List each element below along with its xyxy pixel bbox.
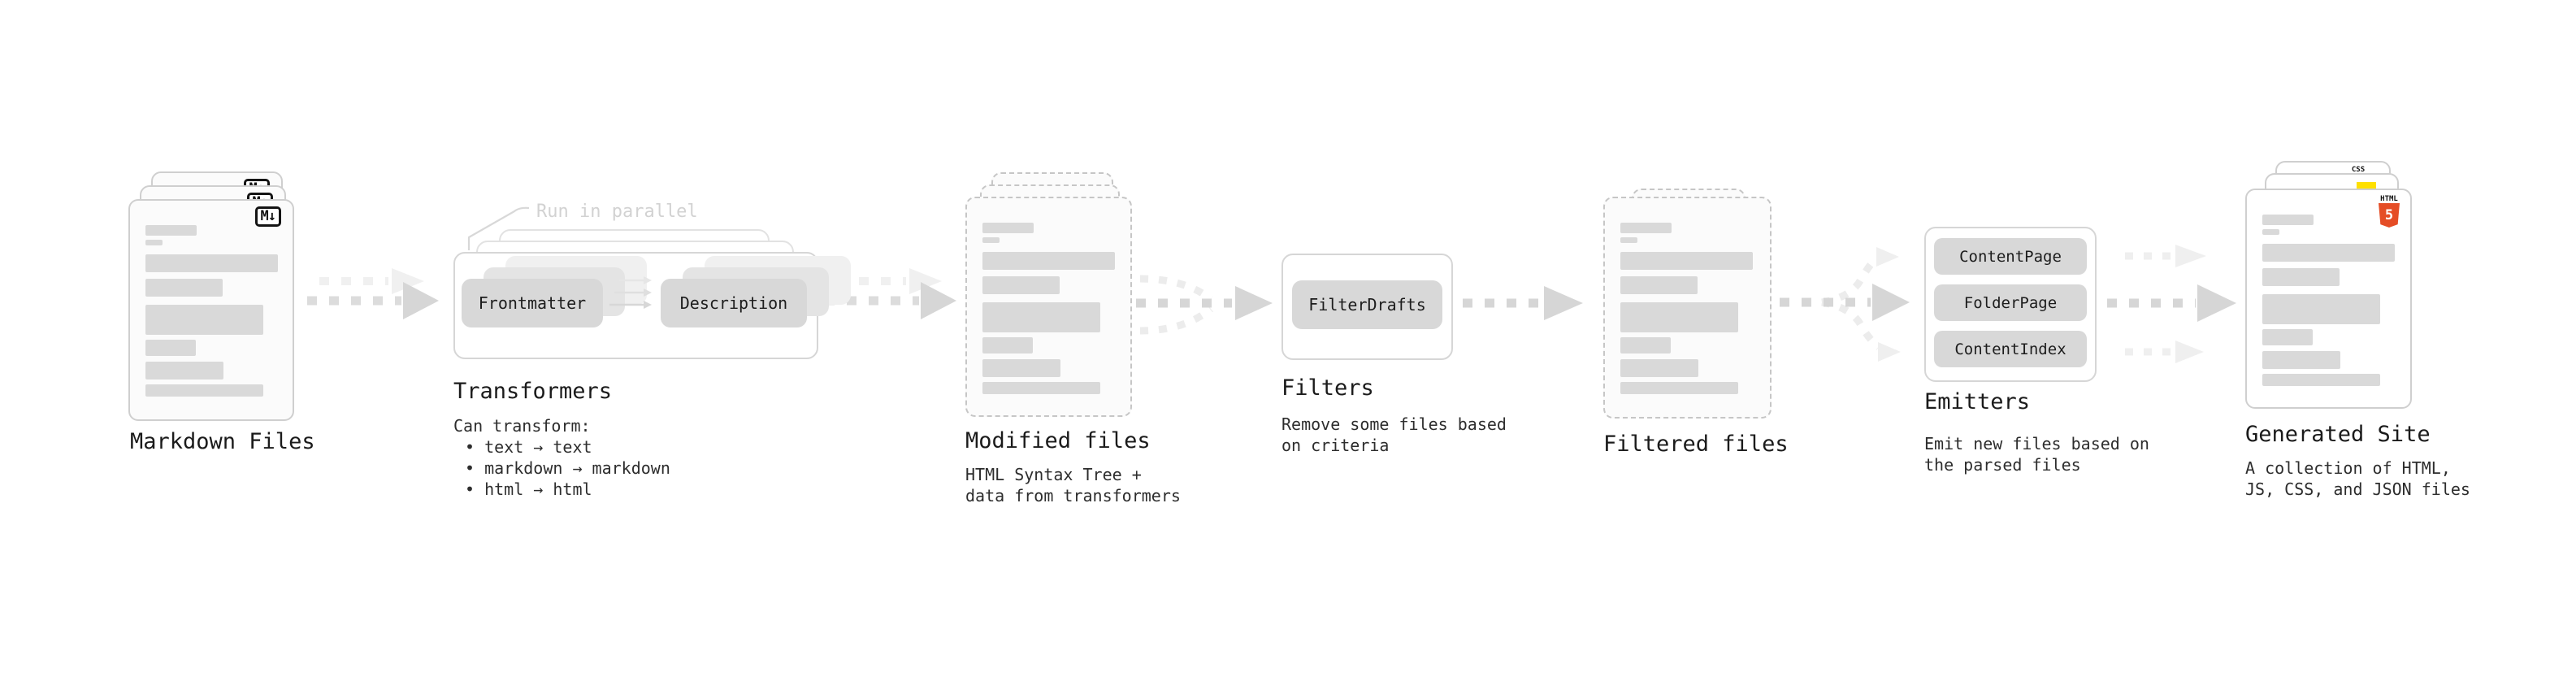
markdown-icon: M↓	[254, 206, 281, 227]
arrow-modified-to-filters-merge	[1136, 275, 1273, 335]
emitters-label: Emitters	[1924, 389, 2031, 414]
filterdrafts-pill: FilterDrafts	[1292, 280, 1442, 329]
contentpage-pill: ContentPage	[1934, 238, 2087, 275]
contentindex-pill: ContentIndex	[1934, 331, 2087, 367]
transform-bullet: • html → html	[465, 479, 592, 499]
markdown-file-card-front: M↓	[128, 199, 294, 421]
filters-label: Filters	[1281, 375, 1374, 401]
generated-site-label: Generated Site	[2245, 422, 2431, 447]
folderpage-pill: FolderPage	[1934, 284, 2087, 321]
arrow-emitters-to-site	[2107, 245, 2236, 363]
transformers-description: Can transform: • text → text • markdown …	[453, 415, 670, 500]
generated-site-description: A collection of HTML, JS, CSS, and JSON …	[2245, 458, 2470, 499]
document-skeleton	[2262, 215, 2395, 386]
arrow-filters-to-filtered	[1463, 286, 1583, 320]
filtered-files-label: Filtered files	[1603, 432, 1789, 457]
transform-bullet: • markdown → markdown	[465, 458, 670, 478]
frontmatter-pill: Frontmatter	[462, 279, 603, 327]
html5-icon: HTML 5	[2379, 195, 2400, 228]
modified-file-card-front	[965, 197, 1132, 417]
markdown-files-label: Markdown Files	[130, 429, 315, 454]
arrow-transformers-to-modified	[825, 268, 956, 319]
description-pill: Description	[661, 279, 807, 327]
transformers-label: Transformers	[453, 379, 613, 404]
transform-bullet: • text → text	[465, 437, 592, 457]
emitters-description: Emit new files based on the parsed files	[1924, 434, 2149, 475]
site-file-card-html: HTML 5	[2245, 189, 2412, 409]
can-transform-title: Can transform:	[453, 416, 591, 436]
parallel-arrows-icon	[609, 276, 652, 309]
modified-files-description: HTML Syntax Tree + data from transformer…	[965, 465, 1181, 505]
document-skeleton	[982, 223, 1115, 394]
modified-files-label: Modified files	[965, 428, 1151, 453]
js-icon	[2357, 182, 2376, 191]
arrow-filtered-to-emitters-branch	[1780, 247, 1910, 362]
document-skeleton	[1620, 223, 1754, 394]
note-leader-line	[467, 206, 530, 250]
run-in-parallel-note: Run in parallel	[536, 202, 698, 222]
filtered-file-card-front	[1603, 197, 1772, 419]
filters-description: Remove some files based on criteria	[1281, 414, 1507, 455]
arrow-markdown-to-transformers	[307, 268, 439, 319]
document-skeleton	[145, 225, 278, 397]
